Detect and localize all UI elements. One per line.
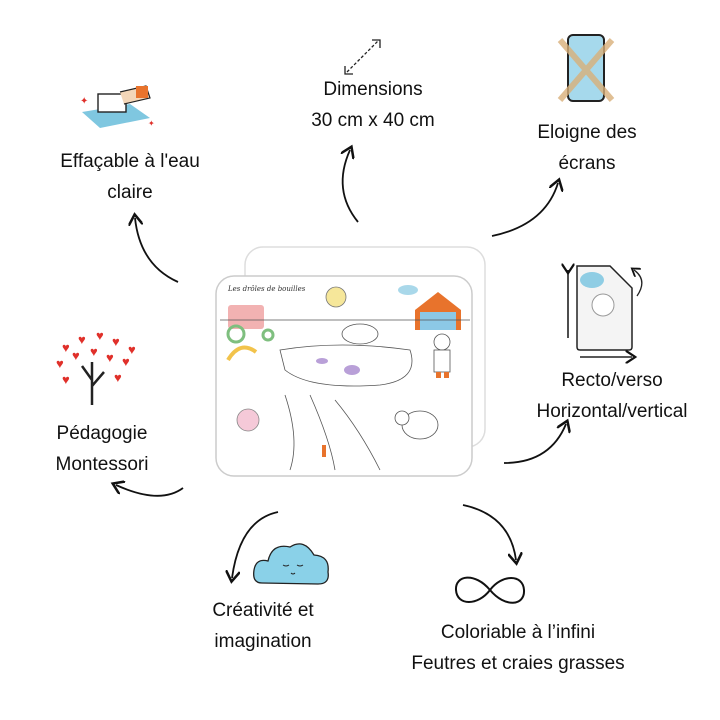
- svg-text:♥: ♥: [122, 354, 130, 369]
- infinity-icon: [454, 576, 526, 604]
- feature-creativity: Créativité et imagination: [212, 595, 313, 657]
- resize-arrow-icon: [344, 39, 381, 75]
- feature-reversible-line2: Horizontal/vertical: [536, 401, 688, 422]
- feature-reversible-line1: Recto/verso: [561, 370, 663, 391]
- eraser-water-icon: ✦ ✦: [80, 85, 155, 128]
- feature-creativity-line2: imagination: [214, 631, 312, 652]
- svg-text:♥: ♥: [62, 340, 70, 355]
- crossed-phone-icon: [557, 34, 615, 102]
- connector-arrows: [116, 150, 566, 578]
- svg-text:♥: ♥: [112, 334, 120, 349]
- cloud-icon: [253, 543, 329, 585]
- svg-text:♥: ♥: [62, 372, 70, 387]
- reversible-sheet-icon: [568, 266, 643, 357]
- heart-tree-icon: ♥♥♥♥ ♥♥♥♥♥ ♥♥♥: [56, 328, 136, 405]
- svg-text:♥: ♥: [78, 332, 86, 347]
- svg-text:✦: ✦: [148, 119, 155, 128]
- feature-erasable: Effaçable à l'eau claire: [60, 146, 200, 208]
- feature-infinite: Coloriable à l’infini Feutres et craies …: [411, 617, 624, 679]
- feature-montessori-line1: Pédagogie: [56, 423, 148, 444]
- svg-text:✦: ✦: [80, 96, 88, 107]
- feature-montessori-line2: Montessori: [55, 454, 149, 475]
- svg-text:♥: ♥: [114, 370, 122, 385]
- svg-text:♥: ♥: [56, 356, 64, 371]
- svg-text:♥: ♥: [72, 348, 80, 363]
- feature-erasable-line2: claire: [107, 182, 153, 203]
- feature-creativity-line1: Créativité et: [212, 600, 314, 621]
- feature-infinite-line1: Coloriable à l’infini: [440, 622, 596, 643]
- placemat-product: Les drôles de bouilles: [215, 246, 486, 477]
- feature-screens-line1: Eloigne des: [537, 122, 637, 143]
- svg-text:♥: ♥: [96, 328, 104, 343]
- feature-dimensions: Dimensions 30 cm x 40 cm: [311, 74, 435, 136]
- svg-text:♥: ♥: [128, 342, 136, 357]
- feature-montessori: Pédagogie Montessori: [56, 418, 149, 480]
- feature-infinite-line2: Feutres et craies grasses: [411, 653, 625, 674]
- feature-screens: Eloigne des écrans: [537, 117, 636, 179]
- feature-reversible: Recto/verso Horizontal/vertical: [537, 365, 688, 427]
- feature-dimensions-line1: Dimensions: [323, 79, 423, 100]
- feature-dimensions-line2: 30 cm x 40 cm: [311, 110, 435, 131]
- feature-erasable-line1: Effaçable à l'eau: [60, 151, 200, 172]
- placemat-title: Les drôles de bouilles: [227, 285, 306, 293]
- svg-text:♥: ♥: [90, 344, 98, 359]
- feature-screens-line2: écrans: [558, 153, 616, 174]
- svg-text:♥: ♥: [106, 350, 114, 365]
